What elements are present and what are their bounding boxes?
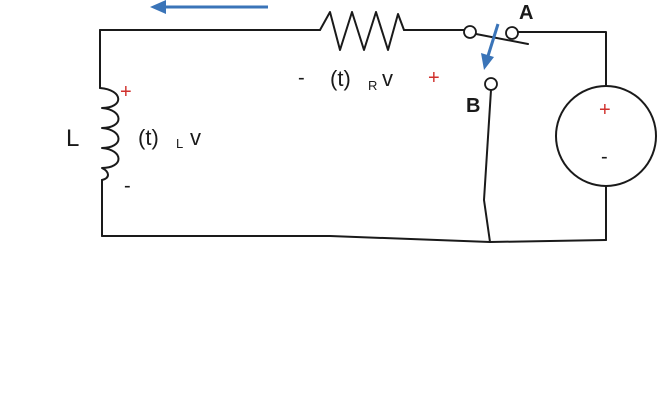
resistor-voltage-arg: (t)	[330, 66, 351, 91]
inductor-minus-sign: -	[124, 175, 131, 197]
source-plus-sign: +	[599, 99, 611, 121]
resistor-plus-sign: +	[428, 67, 440, 89]
inductor	[99, 87, 120, 181]
switch-terminal-b	[484, 77, 498, 91]
inductor-voltage-label: v	[190, 125, 201, 150]
inductor-voltage-sub: L	[176, 136, 183, 151]
top-right-wire	[517, 31, 607, 87]
current-arrow-icon	[150, 0, 268, 14]
switch-terminal-a	[505, 26, 519, 40]
bottom-wire	[101, 235, 607, 243]
resistor-voltage-label: v	[382, 66, 393, 91]
resistor-minus-sign: -	[298, 67, 305, 89]
inductor-plus-sign: +	[120, 81, 132, 103]
switch-b-wire	[483, 89, 492, 243]
resistor-voltage-sub: R	[368, 78, 377, 93]
inductor-name-label: L	[66, 125, 79, 152]
switch-arrow-icon	[481, 23, 500, 70]
switch-b-label: B	[466, 95, 480, 117]
source-minus-sign: -	[601, 146, 608, 168]
switch-a-label: A	[519, 2, 533, 24]
resistor	[319, 11, 405, 51]
inductor-voltage-arg: (t)	[138, 125, 159, 150]
switch-blade	[475, 33, 529, 45]
switch-terminal-left	[463, 25, 477, 39]
